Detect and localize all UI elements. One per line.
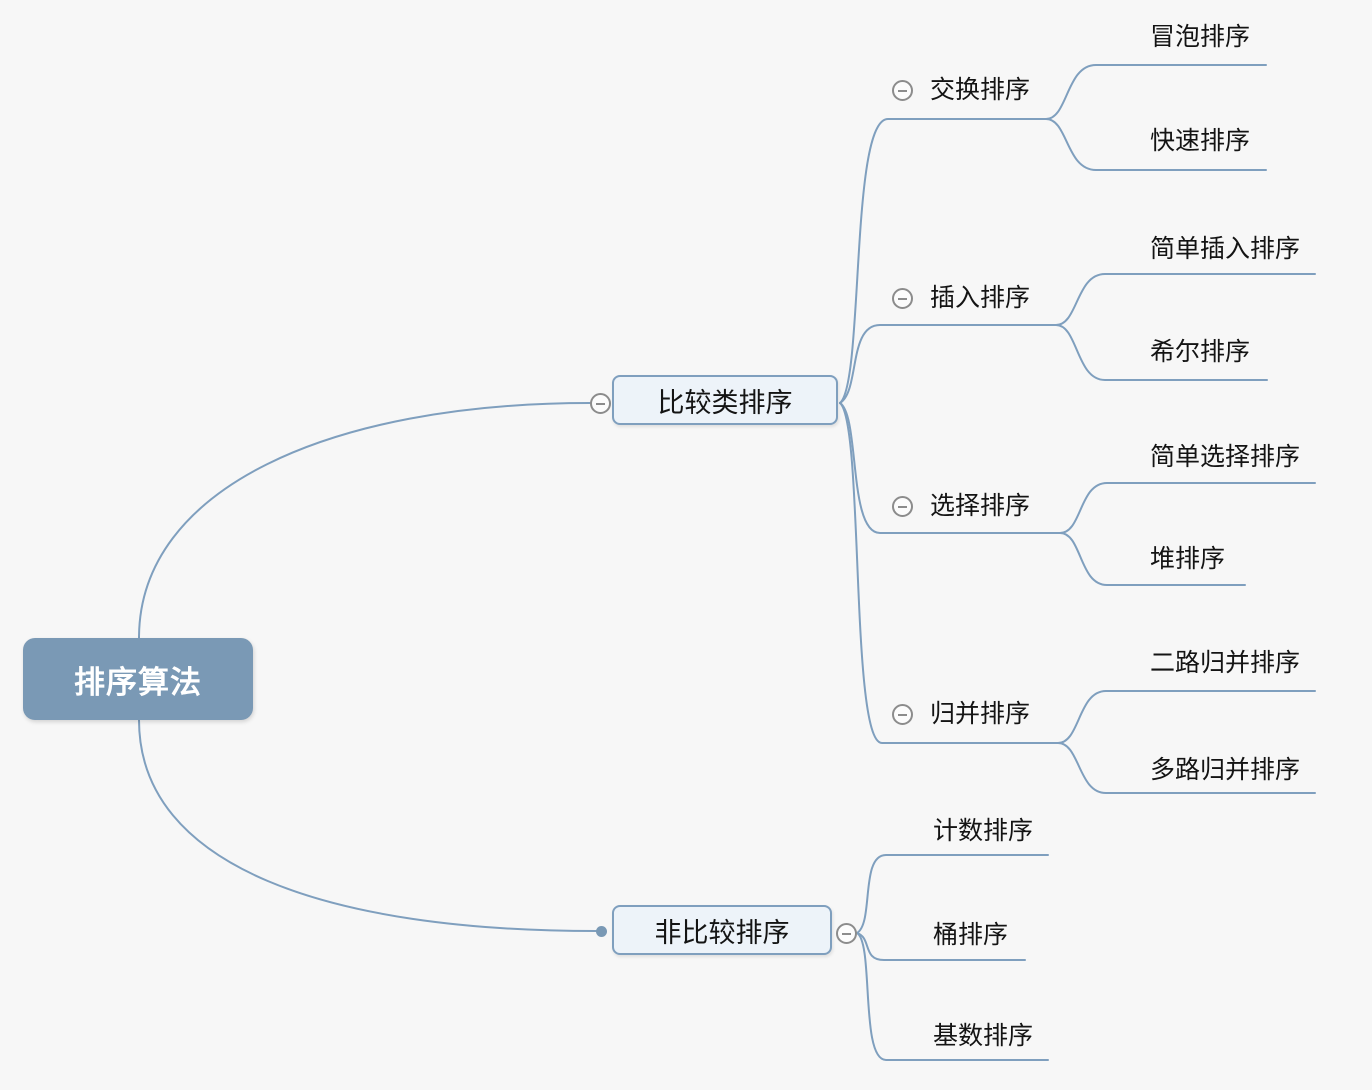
edge-exchange-quick xyxy=(1045,118,1267,171)
topic-non-comparison-sort[interactable]: 非比较排序 xyxy=(612,905,832,955)
collapse-button-merge-sort[interactable] xyxy=(892,704,913,725)
edge-comparison-exchange xyxy=(839,118,1047,404)
topic-quick-sort[interactable]: 快速排序 xyxy=(1150,126,1251,155)
edge-comparison-selection xyxy=(839,402,1061,534)
topic-counting-sort[interactable]: 计数排序 xyxy=(933,816,1034,845)
edge-insertion-simple xyxy=(1055,273,1316,326)
topic-simple-insertion-sort[interactable]: 简单插入排序 xyxy=(1150,234,1301,263)
minus-icon xyxy=(898,505,907,508)
edge-exchange-bubble xyxy=(1045,64,1267,120)
edge-merge-multiway xyxy=(1057,742,1316,794)
topic-bubble-sort[interactable]: 冒泡排序 xyxy=(1150,22,1251,51)
connection-dot xyxy=(596,926,607,937)
topic-root[interactable]: 排序算法 xyxy=(23,638,253,720)
topic-insertion-sort[interactable]: 插入排序 xyxy=(930,283,1031,312)
collapse-button-non-comparison[interactable] xyxy=(836,923,857,944)
minus-icon xyxy=(898,713,907,716)
minus-icon xyxy=(898,89,907,92)
minus-icon xyxy=(842,932,851,935)
topic-two-way-merge-sort[interactable]: 二路归并排序 xyxy=(1150,648,1301,677)
edge-root-noncomparison xyxy=(138,719,597,932)
topic-radix-sort[interactable]: 基数排序 xyxy=(933,1021,1034,1050)
edge-noncomparison-counting xyxy=(856,854,1049,934)
topic-heap-sort[interactable]: 堆排序 xyxy=(1150,544,1226,573)
topic-shell-sort[interactable]: 希尔排序 xyxy=(1150,337,1251,366)
edge-comparison-insertion xyxy=(839,324,1057,404)
edge-comparison-merge xyxy=(839,402,1059,744)
edge-insertion-shell xyxy=(1055,324,1268,381)
edge-merge-twoway xyxy=(1057,690,1316,744)
minus-icon xyxy=(898,297,907,300)
topic-multi-way-merge-sort[interactable]: 多路归并排序 xyxy=(1150,755,1301,784)
topic-exchange-sort[interactable]: 交换排序 xyxy=(930,75,1031,104)
collapse-button-insertion-sort[interactable] xyxy=(892,288,913,309)
topic-merge-sort[interactable]: 归并排序 xyxy=(930,699,1031,728)
edge-noncomparison-radix xyxy=(856,932,1049,1061)
edge-selection-simple xyxy=(1059,482,1316,534)
collapse-button-exchange-sort[interactable] xyxy=(892,80,913,101)
collapse-button-selection-sort[interactable] xyxy=(892,496,913,517)
collapse-button-comparison[interactable] xyxy=(590,393,611,414)
topic-bucket-sort[interactable]: 桶排序 xyxy=(933,920,1009,949)
edge-noncomparison-bucket xyxy=(856,932,1026,961)
edge-selection-heap xyxy=(1059,532,1246,586)
topic-selection-sort[interactable]: 选择排序 xyxy=(930,491,1031,520)
topic-comparison-sort[interactable]: 比较类排序 xyxy=(612,375,838,425)
edge-root-comparison xyxy=(138,402,591,639)
minus-icon xyxy=(596,402,605,405)
topic-simple-selection-sort[interactable]: 简单选择排序 xyxy=(1150,442,1301,471)
